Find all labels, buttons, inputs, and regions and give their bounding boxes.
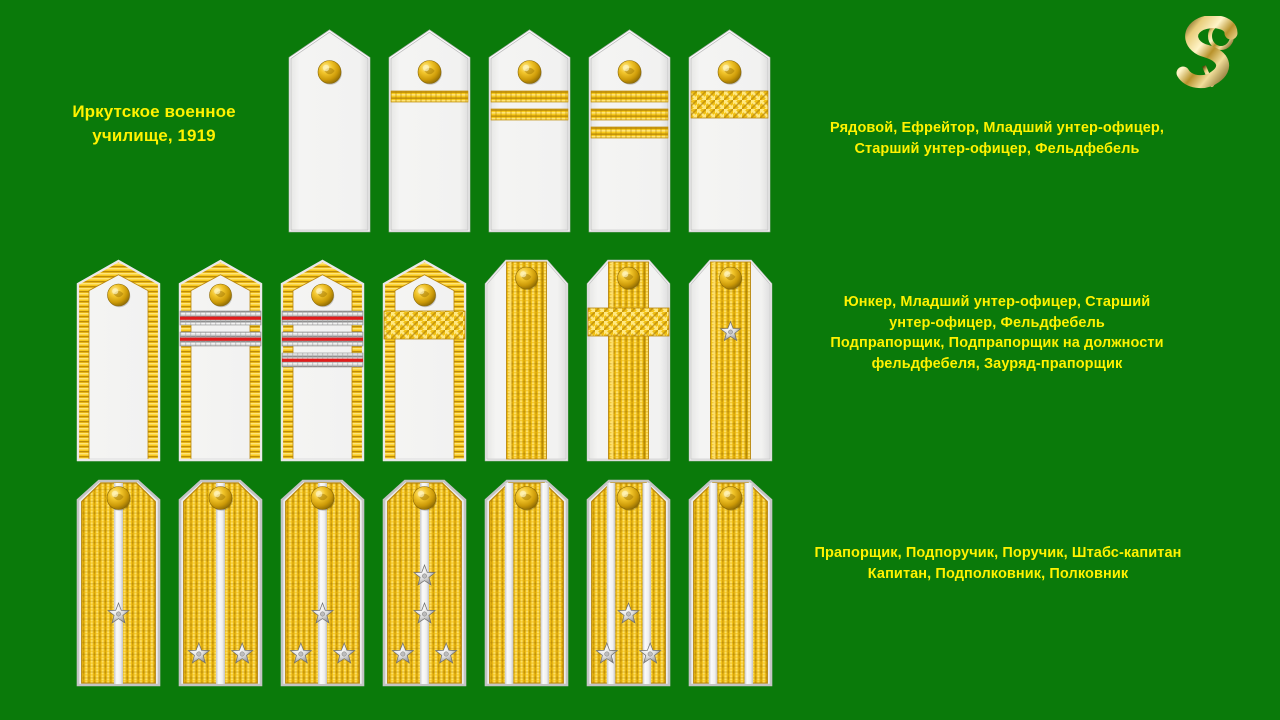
shoulder-board (688, 28, 771, 234)
uniform-button (106, 486, 131, 511)
rank-stars (719, 320, 742, 342)
uniform-button (209, 283, 233, 308)
star-center (298, 651, 304, 657)
star-center (341, 651, 347, 657)
shoulder-board (484, 258, 569, 463)
rank-stripes (179, 310, 262, 347)
uniform-button (717, 60, 742, 85)
uniform-button (718, 486, 743, 511)
uniform-button (310, 486, 335, 511)
sov-logo (1168, 16, 1256, 90)
row-3-caption-line-1: Прапорщик, Подпоручик, Поручик, Штабс-ка… (814, 545, 1182, 561)
shoulder-board (382, 478, 467, 688)
white-piping (708, 483, 754, 684)
star-center (422, 573, 427, 579)
white-piping (114, 483, 123, 684)
star-center (196, 651, 202, 657)
rank-stripes (690, 90, 769, 119)
centre-galloon (506, 261, 547, 460)
row-1-caption-line-2: Старший унтер-офицер, Фельдфебель (854, 140, 1140, 157)
gold-field (489, 482, 564, 684)
gold-field (693, 482, 768, 684)
white-piping (606, 483, 652, 684)
uniform-button (617, 266, 641, 291)
rank-stars (107, 602, 130, 624)
shoulder-board (388, 28, 471, 234)
uniform-button (517, 60, 542, 85)
shoulder-board (488, 28, 571, 234)
shoulder-board (280, 478, 365, 688)
star-center (647, 651, 653, 657)
row-2-caption: Юнкер, Младший унтер-офицер, Старший унт… (772, 292, 1222, 374)
shoulder-board (76, 478, 161, 688)
white-piping (504, 483, 550, 684)
rank-stripes (281, 310, 364, 368)
star-center (400, 651, 406, 657)
row-1-caption: Рядовой, Ефрейтор, Младший унтер-офицер,… (780, 118, 1214, 159)
shoulder-board (178, 478, 263, 688)
title-line-2: училище, 1919 (92, 126, 216, 146)
row-2-caption-line-2: унтер-офицер, Фельдфебель (889, 314, 1105, 331)
uniform-button (515, 266, 539, 291)
uniform-button (719, 266, 743, 291)
title-caption: Иркутское военное училище, 1919 (34, 100, 274, 148)
uniform-button (616, 486, 641, 511)
shoulder-board (178, 258, 263, 463)
uniform-button (317, 60, 342, 85)
shoulder-board (76, 258, 161, 463)
uniform-button (311, 283, 335, 308)
star-center (320, 611, 325, 617)
shoulder-board (586, 258, 671, 463)
star-center (604, 651, 610, 657)
row-2-caption-line-3: Подпрапорщик, Подпрапорщик на должности (830, 335, 1164, 352)
shoulder-board (586, 478, 671, 688)
rank-stripes (590, 90, 669, 139)
uniform-button (413, 283, 437, 308)
white-piping (420, 483, 429, 684)
rank-stripes (390, 90, 469, 103)
rank-stripes (383, 310, 466, 340)
star-center (422, 611, 427, 617)
white-piping (318, 483, 327, 684)
feldfebel-band (587, 307, 670, 337)
uniform-button (514, 486, 539, 511)
row-1-caption-line-1: Рядовой, Ефрейтор, Младший унтер-офицер, (830, 120, 1164, 136)
shoulder-board (588, 28, 671, 234)
shoulder-board (688, 478, 773, 688)
shoulder-board (484, 478, 569, 688)
white-piping (216, 483, 225, 684)
star-center (116, 611, 121, 617)
shoulder-board (688, 258, 773, 463)
uniform-button (412, 486, 437, 511)
rank-stripes (490, 90, 569, 121)
uniform-button (417, 60, 442, 85)
uniform-button (208, 486, 233, 511)
rank-stars (595, 602, 662, 664)
row-2-caption-line-4: фельдфебеля, Зауряд-прапорщик (871, 355, 1123, 372)
uniform-button (617, 60, 642, 85)
shoulder-board (280, 258, 365, 463)
row-3-caption: Прапорщик, Подпоручик, Поручик, Штабс-ка… (776, 543, 1220, 584)
rank-stars (289, 602, 356, 664)
star-center (728, 329, 733, 335)
star-center (626, 611, 631, 617)
centre-galloon (608, 261, 649, 460)
centre-galloon (710, 261, 751, 460)
shoulder-board (382, 258, 467, 463)
star-center (443, 651, 449, 657)
uniform-button (107, 283, 131, 308)
logo-letter-s (1176, 16, 1238, 89)
title-line-1: Иркутское военное (72, 102, 236, 121)
row-2-caption-line-1: Юнкер, Младший унтер-офицер, Старший (843, 294, 1151, 310)
shoulder-board (288, 28, 371, 234)
rank-stars (187, 642, 254, 664)
row-3-caption-line-2: Капитан, Подполковник, Полковник (867, 565, 1129, 582)
rank-stars (391, 564, 458, 664)
star-center (239, 651, 245, 657)
